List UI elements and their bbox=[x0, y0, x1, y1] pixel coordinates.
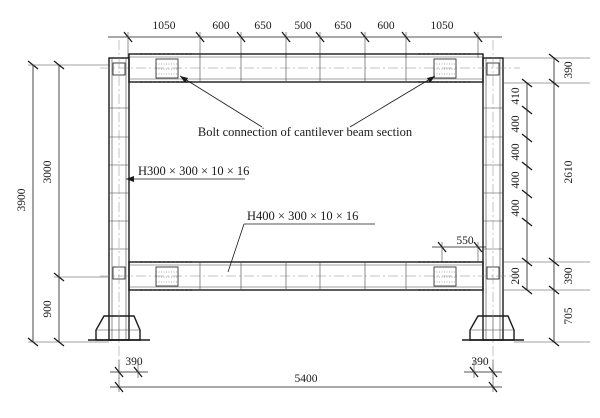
right-dim-beam: 390 bbox=[563, 267, 575, 285]
bottom-dim-left-col: 390 bbox=[125, 356, 143, 368]
stiffener-spacing-label: 550 bbox=[456, 235, 474, 247]
stiffener-spacing-dimension: 550 bbox=[432, 235, 486, 262]
right-dimensions: 390 2610 390 705 410 400 400 400 400 200 bbox=[503, 53, 590, 347]
top-dim-3: 650 bbox=[254, 20, 272, 32]
top-dim-4: 500 bbox=[294, 20, 312, 32]
right-dim-top: 390 bbox=[563, 61, 575, 79]
bottom-dim-total: 5400 bbox=[295, 373, 318, 385]
column-section-label: H300 × 300 × 10 × 16 bbox=[138, 164, 249, 178]
beam-section-label: H400 × 300 × 10 × 16 bbox=[247, 209, 358, 223]
right-dim-410: 410 bbox=[510, 87, 522, 105]
left-dim-total: 3900 bbox=[16, 188, 28, 211]
top-dim-5: 650 bbox=[334, 20, 352, 32]
top-dim-6: 600 bbox=[377, 20, 395, 32]
top-dim-1: 1050 bbox=[153, 20, 176, 32]
beam-section-callout: H400 × 300 × 10 × 16 bbox=[227, 209, 375, 273]
top-dimension-chain: 1050 600 650 500 650 600 1050 bbox=[108, 20, 502, 58]
bolt-connection-label: Bolt connection of cantilever beam secti… bbox=[198, 125, 413, 139]
column-section-callout: H300 × 300 × 10 × 16 bbox=[126, 164, 249, 182]
top-beam bbox=[100, 53, 520, 83]
left-dim-lower: 900 bbox=[42, 300, 54, 318]
right-dim-200: 200 bbox=[510, 267, 522, 285]
right-dim-400-a: 400 bbox=[510, 115, 522, 133]
left-dimensions: 3900 3000 900 bbox=[16, 60, 109, 347]
right-dim-base: 705 bbox=[563, 307, 575, 325]
top-dim-7: 1050 bbox=[431, 20, 454, 32]
bottom-beam bbox=[100, 261, 520, 291]
right-dim-400-d: 400 bbox=[510, 199, 522, 217]
top-dim-2: 600 bbox=[212, 20, 230, 32]
bottom-dim-right-col: 390 bbox=[471, 356, 489, 368]
right-dim-400-c: 400 bbox=[510, 171, 522, 189]
bolt-connection-callout: Bolt connection of cantilever beam secti… bbox=[179, 75, 436, 139]
bottom-dimensions: 390 390 5400 bbox=[110, 356, 502, 393]
right-dim-400-b: 400 bbox=[510, 143, 522, 161]
left-dim-upper: 3000 bbox=[42, 160, 54, 183]
right-dim-total: 2610 bbox=[563, 160, 575, 183]
